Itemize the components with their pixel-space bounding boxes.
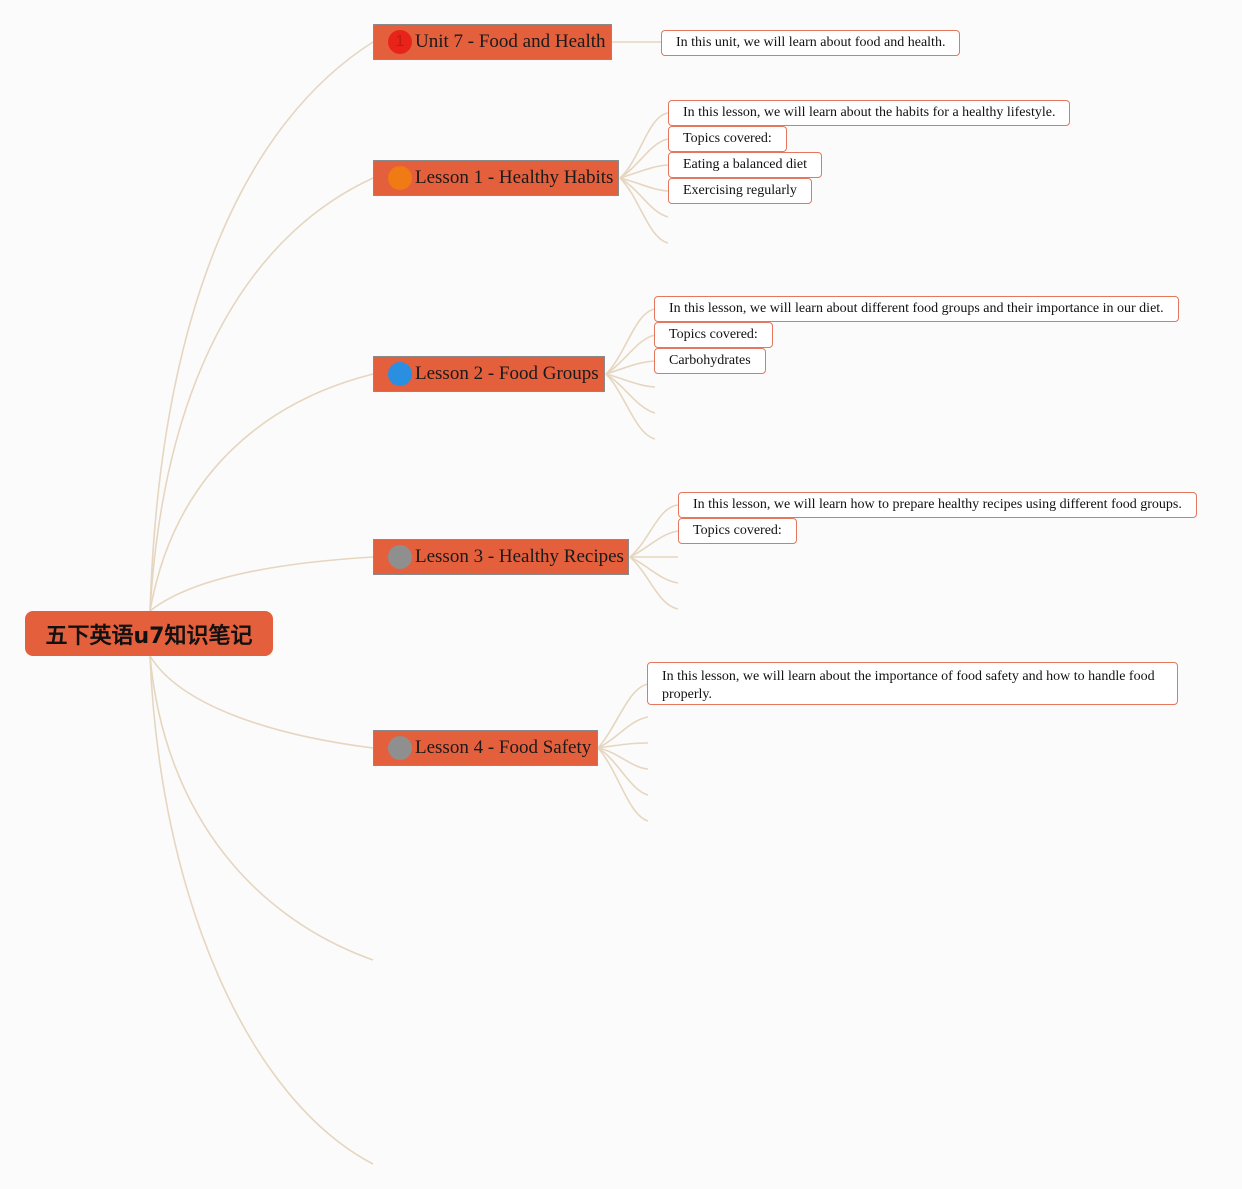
leaf-lesson-2-carbohydrates[interactable]: Carbohydrates: [654, 348, 766, 374]
branch-label: Lesson 3 - Healthy Recipes: [415, 546, 624, 567]
root-label: 五下英语u7知识笔记: [45, 623, 253, 649]
leaf-lesson-2-intro[interactable]: In this lesson, we will learn about diff…: [654, 296, 1179, 322]
priority-1-icon: 1: [388, 30, 412, 54]
priority-2-icon: 2: [388, 166, 412, 190]
leaf-lesson-1-intro[interactable]: In this lesson, we will learn about the …: [668, 100, 1071, 126]
priority-3-icon: 3: [388, 362, 412, 386]
leaf-text: Topics covered:: [693, 523, 782, 538]
leaf-text: In this lesson, we will learn how to pre…: [693, 497, 1182, 512]
leaf-lesson-1-topics[interactable]: Topics covered:: [668, 126, 787, 152]
branch-unit-7[interactable]: 1 Unit 7 - Food and Health: [373, 24, 612, 60]
leaf-lesson-3-intro[interactable]: In this lesson, we will learn how to pre…: [678, 492, 1197, 518]
branch-lesson-4[interactable]: 5 Lesson 4 - Food Safety: [373, 730, 598, 766]
priority-4-icon: 4: [388, 545, 412, 569]
leaf-text: In this lesson, we will learn about the …: [662, 669, 1155, 702]
leaf-text: Topics covered:: [669, 327, 758, 342]
leaf-lesson-1-exercising[interactable]: Exercising regularly: [668, 178, 812, 204]
leaf-text: In this unit, we will learn about food a…: [676, 35, 946, 50]
leaf-text: Exercising regularly: [683, 183, 797, 198]
leaf-text: Topics covered:: [683, 131, 772, 146]
leaf-text: In this lesson, we will learn about diff…: [669, 301, 1164, 316]
branch-label: Lesson 2 - Food Groups: [415, 363, 599, 384]
branch-lesson-1[interactable]: 2 Lesson 1 - Healthy Habits: [373, 160, 619, 196]
leaf-lesson-4-intro[interactable]: In this lesson, we will learn about the …: [647, 662, 1178, 705]
leaf-lesson-3-topics[interactable]: Topics covered:: [678, 518, 797, 544]
leaf-lesson-1-balanced-diet[interactable]: Eating a balanced diet: [668, 152, 822, 178]
root-node[interactable]: 五下英语u7知识笔记: [25, 611, 273, 656]
branch-label: Unit 7 - Food and Health: [415, 31, 606, 52]
leaf-text: In this lesson, we will learn about the …: [683, 105, 1056, 120]
leaf-unit-7-intro[interactable]: In this unit, we will learn about food a…: [661, 30, 961, 56]
leaf-text: Eating a balanced diet: [683, 157, 807, 172]
branch-label: Lesson 1 - Healthy Habits: [415, 167, 614, 188]
branch-lesson-2[interactable]: 3 Lesson 2 - Food Groups: [373, 356, 605, 392]
leaf-text: Carbohydrates: [669, 353, 751, 368]
leaf-lesson-2-topics[interactable]: Topics covered:: [654, 322, 773, 348]
branch-label: Lesson 4 - Food Safety: [415, 737, 592, 758]
priority-5-icon: 5: [388, 736, 412, 760]
branch-lesson-3[interactable]: 4 Lesson 3 - Healthy Recipes: [373, 539, 629, 575]
